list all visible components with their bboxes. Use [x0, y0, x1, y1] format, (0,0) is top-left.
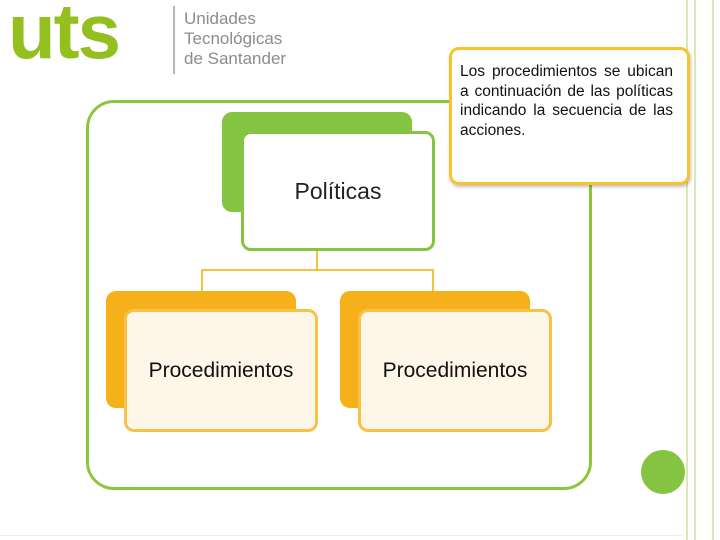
bottom-divider: [0, 535, 682, 536]
logo-separator: [173, 6, 175, 74]
green-circle-decoration: [641, 450, 685, 494]
root-node-label: Políticas: [294, 178, 382, 204]
root-node: [241, 131, 435, 251]
child-node-1-label: Procedimientos: [148, 359, 294, 382]
right-border-decoration: [682, 0, 720, 540]
child-node-2: [358, 309, 552, 432]
connector-left: [201, 269, 203, 291]
logo-line-1: Unidades: [184, 9, 256, 28]
connector-horizontal: [201, 269, 434, 271]
callout-box: Los procedimientos se ubican a continuac…: [449, 47, 690, 185]
connector-vertical-root: [316, 251, 318, 271]
logo-line-2: Tecnológicas: [184, 29, 283, 48]
logo-wordmark: uts: [8, 0, 121, 75]
child-node-2-label: Procedimientos: [382, 359, 528, 382]
callout-text: Los procedimientos se ubican a continuac…: [460, 63, 673, 139]
child-node-1: [124, 309, 318, 432]
diagram-frame: [86, 100, 592, 490]
connector-right: [432, 269, 434, 291]
logo-line-3: de Santander: [184, 49, 287, 68]
uts-logo: uts Unidades Tecnológicas de Santander: [8, 0, 308, 82]
